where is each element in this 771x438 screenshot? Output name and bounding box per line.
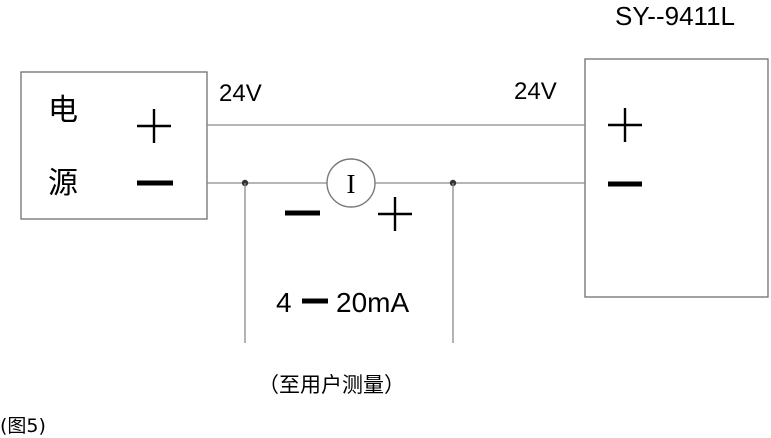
meter-plus-icon: [378, 197, 412, 231]
device-box: [584, 58, 769, 298]
power-supply-label-top: 电: [48, 93, 78, 128]
voltage-label-right: 24V: [514, 78, 557, 105]
current-range-high: 20mA: [336, 287, 409, 318]
device-label: SY--9411L: [615, 1, 735, 31]
power-supply-label-bottom: 源: [48, 166, 78, 201]
device-plus-icon: [608, 108, 642, 142]
current-range-low: 4: [276, 287, 292, 318]
ammeter-symbol: I: [347, 169, 356, 199]
user-measurement-note: （至用户测量）: [258, 373, 405, 397]
power-supply-box: [20, 71, 208, 220]
power-supply-plus-icon: [137, 109, 171, 143]
figure-caption: (图5): [0, 415, 46, 437]
voltage-label-left: 24V: [219, 80, 262, 107]
ammeter-icon: [326, 158, 376, 208]
